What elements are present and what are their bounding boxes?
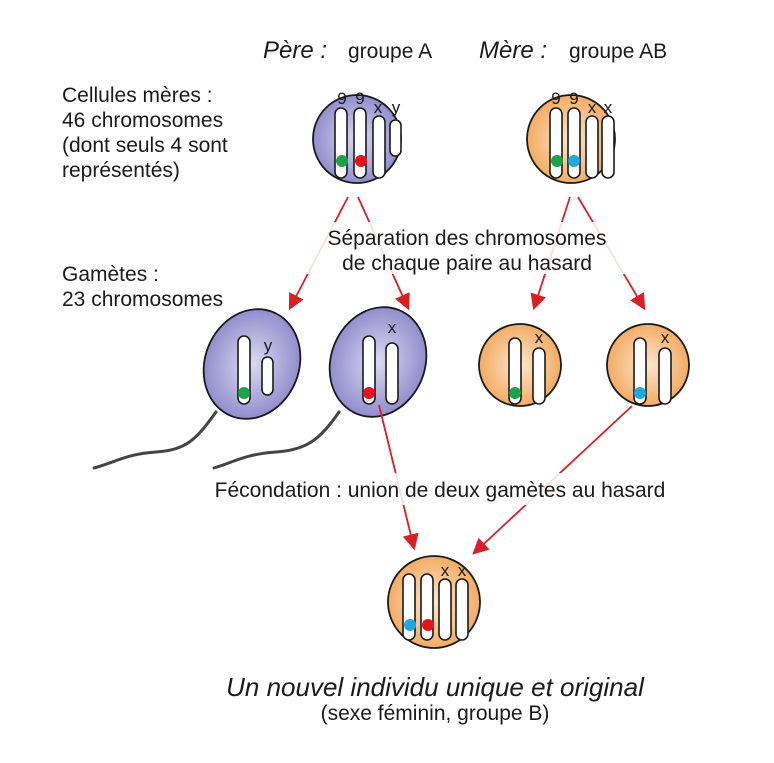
pere-group: groupe A bbox=[348, 40, 432, 63]
zygote-chr-label-3: x bbox=[441, 561, 450, 580]
mere-allele-green bbox=[551, 155, 563, 167]
pere-allele-green bbox=[336, 155, 348, 167]
mere-prefix: Mère : bbox=[479, 37, 547, 64]
zygote-allele-blue bbox=[404, 619, 416, 631]
gamete3-allele-green bbox=[509, 387, 521, 399]
pere-chromosome-1 bbox=[334, 107, 348, 179]
gamete2-allele-red bbox=[363, 387, 375, 399]
gamete-ovule-2: x bbox=[606, 323, 690, 407]
gamete1-chromosome-9 bbox=[237, 335, 251, 405]
gamete4-allele-blue bbox=[634, 387, 646, 399]
mere-mother-cell: 9 9 x x bbox=[526, 89, 616, 184]
fecondation-text-bg bbox=[170, 473, 715, 505]
separation-label-line2: de chaque paire au hasard bbox=[342, 252, 592, 275]
pere-chromosome-4 bbox=[389, 119, 402, 157]
gamete-sperm-x: x bbox=[328, 306, 428, 418]
sperm2-tail bbox=[212, 410, 341, 470]
gamete4-chr-label: x bbox=[661, 328, 670, 347]
gamete4-chromosome-x bbox=[658, 347, 672, 405]
gamete2-chr-label: x bbox=[388, 318, 397, 337]
cellules-label-line3: (dont seuls 4 sont bbox=[62, 134, 228, 157]
gamete1-chr-label: y bbox=[264, 336, 273, 355]
fecondation-label: Fécondation : union de deux gamètes au h… bbox=[215, 479, 666, 502]
zygote-allele-red bbox=[422, 619, 434, 631]
gamete1-body bbox=[202, 308, 302, 420]
gamete3-chromosome-9 bbox=[508, 337, 522, 405]
result-subtitle: (sexe féminin, groupe B) bbox=[321, 702, 550, 725]
gamete2-chromosome-9 bbox=[362, 335, 376, 405]
mere-chromosome-2 bbox=[567, 107, 581, 179]
separation-label-line1: Séparation des chromosomes bbox=[328, 227, 607, 250]
result-title: Un nouvel individu unique et original bbox=[226, 672, 645, 702]
mere-chromosome-3 bbox=[585, 115, 599, 179]
gamete2-body bbox=[328, 306, 428, 418]
mere-chr-label-3: x bbox=[588, 98, 597, 117]
zygote-chromosome-4 bbox=[455, 578, 469, 641]
mere-group: groupe AB bbox=[569, 40, 667, 63]
pere-chr-label-3: x bbox=[374, 98, 383, 117]
pere-chromosome-3 bbox=[372, 115, 386, 179]
zygote-chr-label-4: x bbox=[458, 561, 467, 580]
gamete1-allele-green bbox=[238, 387, 250, 399]
gamete-ovule-1: x bbox=[478, 323, 562, 407]
mere-chromosome-4 bbox=[601, 115, 615, 179]
pere-prefix: Père : bbox=[263, 37, 327, 64]
zygote-chromosome-3 bbox=[438, 578, 452, 641]
gamete-sperm-y: y bbox=[202, 308, 302, 420]
gamete2-chromosome-x bbox=[385, 342, 399, 405]
mere-chr-label-2: 9 bbox=[569, 89, 578, 108]
pere-allele-red bbox=[355, 155, 367, 167]
cellules-label-line4: représentés) bbox=[62, 159, 180, 182]
pere-chr-label-1: 9 bbox=[337, 89, 346, 108]
gamete4-body bbox=[606, 323, 690, 407]
mere-chr-label-1: 9 bbox=[551, 89, 560, 108]
pere-chromosome-2 bbox=[353, 107, 367, 179]
mere-chromosome-1 bbox=[549, 107, 563, 179]
separation-text-bg bbox=[294, 222, 640, 274]
gamete3-chr-label: x bbox=[535, 328, 544, 347]
mere-chr-label-4: x bbox=[604, 98, 613, 117]
pere-mother-cell: 9 9 x y bbox=[312, 89, 402, 184]
gametes-label-line1: Gamètes : bbox=[62, 263, 159, 286]
cellules-label-line1: Cellules mères : bbox=[62, 84, 213, 107]
gametes-label-line2: 23 chromosomes bbox=[62, 288, 223, 311]
pere-chr-label-2: 9 bbox=[355, 89, 364, 108]
gamete3-chromosome-x bbox=[532, 347, 546, 405]
gamete1-chromosome-y bbox=[261, 356, 274, 396]
pere-chr-label-4: y bbox=[392, 98, 401, 117]
gamete4-chromosome-9 bbox=[633, 337, 647, 405]
sperm1-tail bbox=[92, 410, 218, 470]
mere-allele-blue bbox=[568, 155, 580, 167]
zygote-cell: x x bbox=[387, 555, 481, 649]
cellules-label-line2: 46 chromosomes bbox=[62, 109, 223, 132]
